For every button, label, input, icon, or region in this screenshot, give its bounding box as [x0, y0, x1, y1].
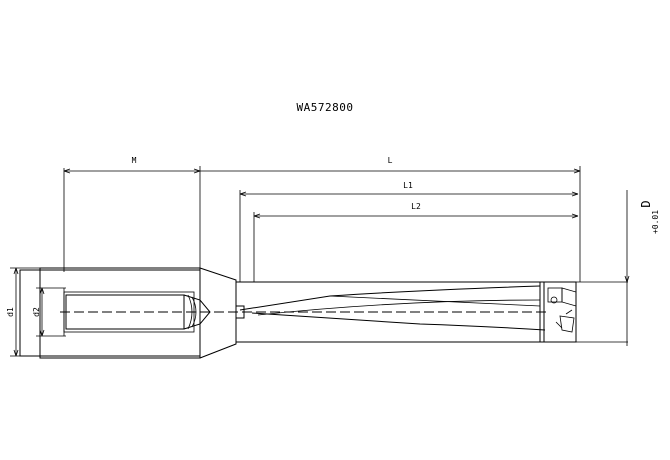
label-body-length: L1 [403, 181, 413, 190]
dimension-shank-diameter: d1 [6, 267, 40, 357]
dimension-overall-length: L [200, 156, 581, 282]
label-shank-length: M [132, 156, 137, 165]
label-tolerance: +0.01 [651, 210, 660, 234]
label-flute-length: L2 [411, 202, 421, 211]
label-overall-length: L [388, 156, 393, 165]
label-shank-diameter: d1 [6, 307, 15, 317]
dimension-bore-diameter: d2 [32, 287, 66, 337]
label-bore-diameter: d2 [32, 307, 41, 317]
dimension-flute-length: L2 [253, 202, 579, 282]
dimension-body-length: L1 [239, 181, 579, 282]
shank-body [19, 267, 201, 359]
drill-insert [543, 281, 628, 343]
dimension-shank-length: M [63, 156, 201, 272]
label-drill-diameter: D [639, 200, 653, 207]
drill-body [236, 281, 546, 343]
dimension-drill-diameter: D +0.01 [624, 190, 660, 346]
transition-cone [199, 267, 245, 359]
drawing-title: WA572800 [297, 101, 354, 114]
